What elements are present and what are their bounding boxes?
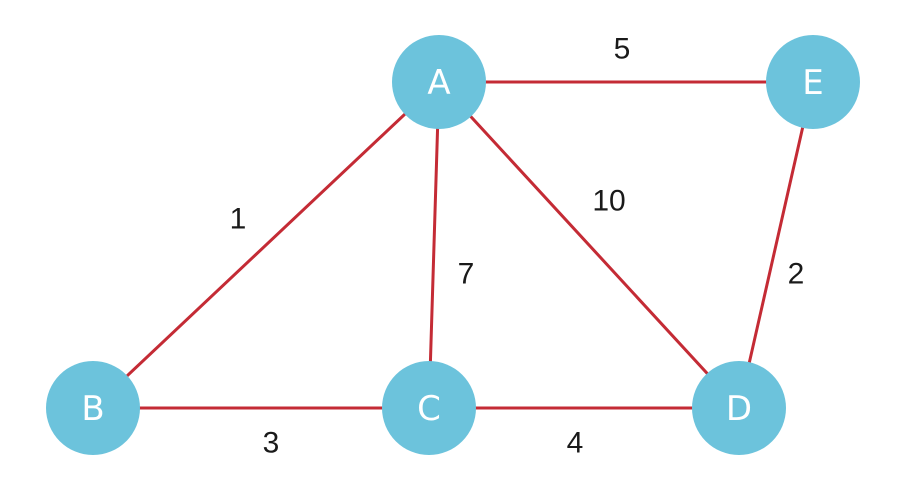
- edge-a-d: [437, 80, 741, 410]
- node-circle-b: [46, 361, 140, 455]
- edge-weights-layer: 5 1 7 10 2 3 4: [230, 33, 805, 460]
- edge-a-c: [427, 80, 441, 410]
- node-label-c: C: [417, 389, 441, 429]
- edge-weight-a-d: 10: [592, 185, 625, 218]
- node-d: D: [692, 361, 786, 455]
- edge-weight-a-c: 7: [458, 258, 475, 291]
- edge-weight-a-b: 1: [230, 203, 247, 236]
- node-label-a: A: [427, 63, 450, 103]
- node-label-e: E: [802, 63, 823, 103]
- node-e: E: [766, 35, 860, 129]
- node-c: C: [382, 361, 476, 455]
- node-label-b: B: [81, 389, 104, 429]
- node-label-d: D: [726, 389, 752, 429]
- edges-layer: [91, 80, 815, 410]
- edge-e-d: [737, 80, 815, 410]
- node-circle-d: [692, 361, 786, 455]
- edge-weight-e-d: 2: [788, 258, 805, 291]
- edge-a-b: [91, 80, 441, 410]
- node-b: B: [46, 361, 140, 455]
- node-circle-a: [392, 35, 486, 129]
- edge-weight-a-e: 5: [614, 33, 631, 66]
- node-circle-e: [766, 35, 860, 129]
- node-a: A: [392, 35, 486, 129]
- edge-weight-c-d: 4: [567, 427, 584, 460]
- edge-weight-b-c: 3: [263, 427, 280, 460]
- nodes-layer: A B C D E: [46, 35, 860, 455]
- node-circle-c: [382, 361, 476, 455]
